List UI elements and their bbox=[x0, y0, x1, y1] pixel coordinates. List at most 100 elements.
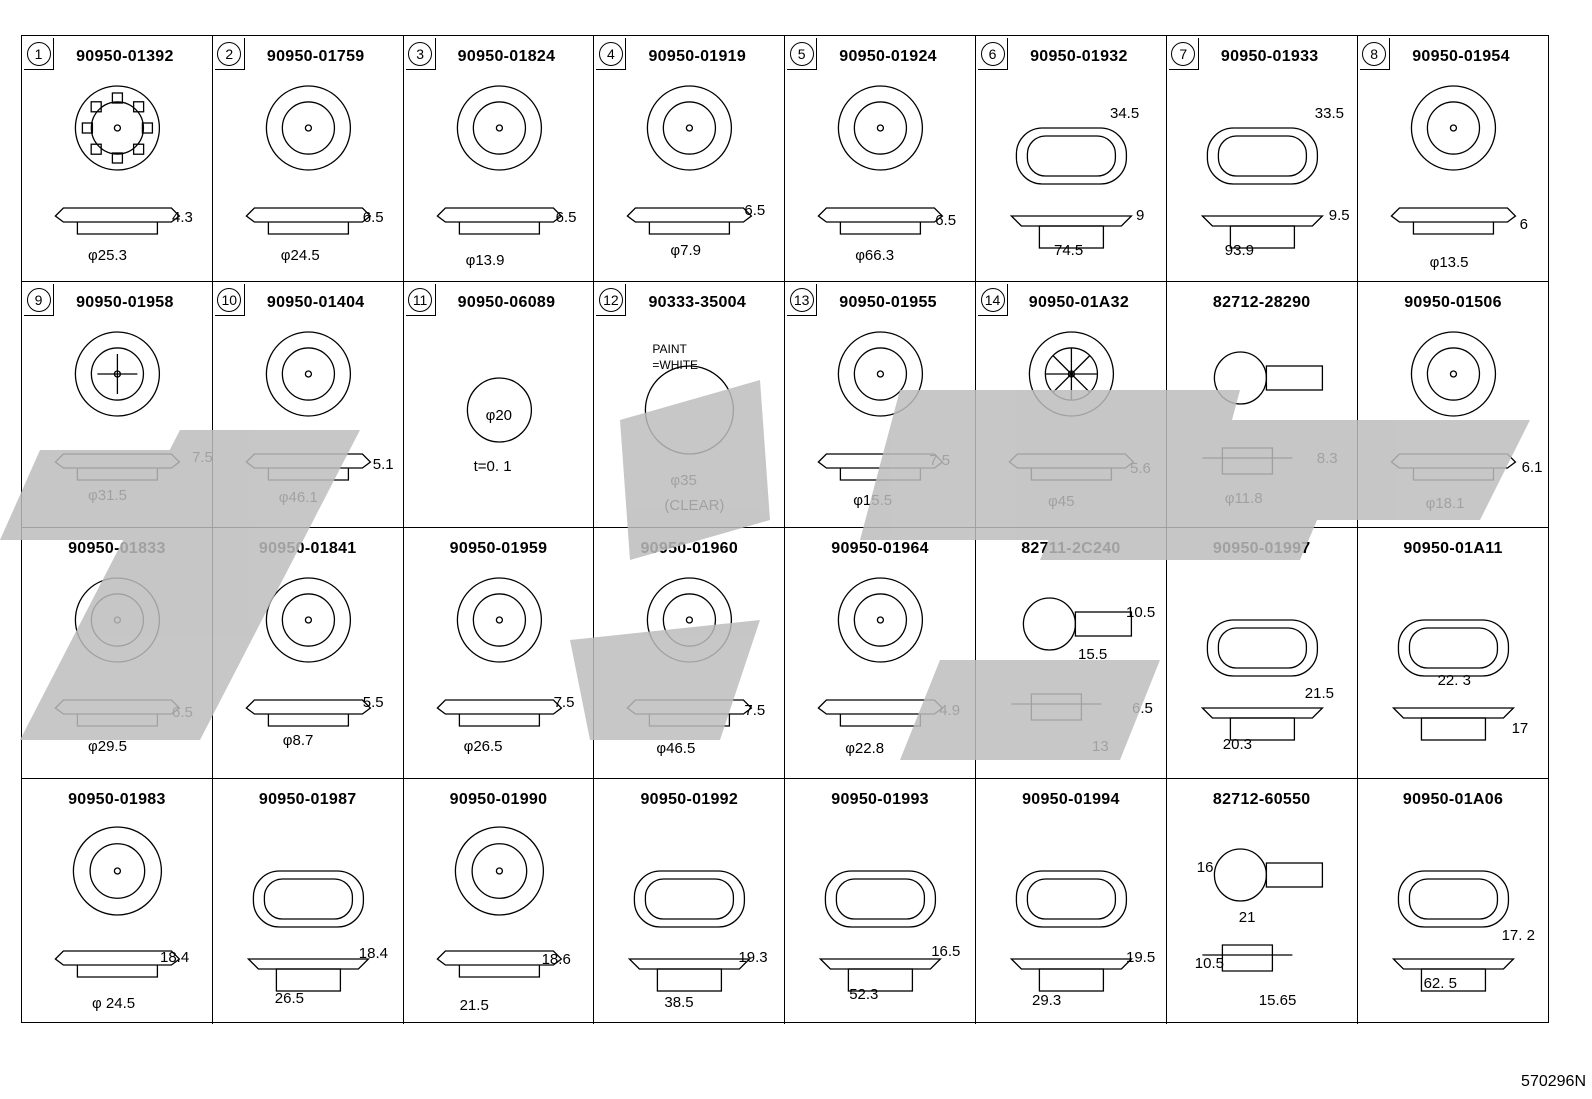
part-number: 90950-01919 bbox=[648, 48, 747, 65]
part-drawing bbox=[1390, 85, 1517, 235]
item-number-badge: 6 bbox=[978, 38, 1008, 70]
item-number-badge: 14 bbox=[978, 284, 1008, 316]
dimension-label: 5.5 bbox=[362, 694, 384, 711]
part-cell: 90950-01997 21.5 20.3 bbox=[1166, 528, 1358, 779]
item-number-badge: 13 bbox=[787, 284, 818, 316]
dimension-label: φ20 bbox=[485, 407, 513, 424]
item-number-badge: 10 bbox=[214, 284, 245, 316]
grommet-round-icon bbox=[245, 577, 372, 727]
dimension-label: 15.5 bbox=[1078, 646, 1108, 663]
grommet-cross-icon bbox=[54, 331, 181, 481]
part-drawing bbox=[54, 826, 181, 978]
dimension-label: 18.4 bbox=[160, 949, 190, 966]
grommet-round-icon bbox=[1390, 85, 1517, 235]
item-number: 10 bbox=[217, 287, 242, 312]
dimension-label: 7.5 bbox=[929, 452, 951, 469]
part-number: 90950-01960 bbox=[640, 540, 739, 557]
part-number: 82712-28290 bbox=[1212, 294, 1311, 311]
item-number: 12 bbox=[598, 287, 623, 312]
part-drawing bbox=[819, 870, 943, 992]
part-note: =WHITE bbox=[652, 358, 699, 372]
dimension-label: 6.5 bbox=[555, 209, 577, 226]
grommet-round-icon bbox=[245, 331, 372, 481]
dimension-label: 10.5 bbox=[1194, 955, 1224, 972]
part-drawing bbox=[1009, 127, 1133, 249]
dimension-label: 17 bbox=[1511, 720, 1529, 737]
item-number: 14 bbox=[980, 287, 1005, 312]
part-drawing bbox=[1009, 870, 1133, 992]
part-drawing bbox=[1390, 331, 1517, 481]
dimension-label: 6.1 bbox=[1521, 459, 1543, 476]
dimension-label: 5.1 bbox=[372, 456, 394, 473]
dimension-label: 4.9 bbox=[939, 702, 961, 719]
grommet-oval-icon bbox=[246, 870, 370, 992]
part-drawing bbox=[436, 85, 562, 235]
dimension-label: φ15.5 bbox=[853, 492, 893, 509]
dimension-label: 22. 3 bbox=[1437, 672, 1471, 689]
part-drawing bbox=[817, 85, 944, 235]
grommet-round-icon bbox=[817, 85, 944, 235]
part-number: 90950-01404 bbox=[266, 294, 365, 311]
part-cell: 13 90950-01955 7.5 φ15.5 bbox=[785, 282, 976, 528]
seal-disc-icon bbox=[645, 365, 735, 455]
part-number: 90950-01955 bbox=[839, 294, 937, 311]
dimension-label: 6 bbox=[1519, 216, 1528, 233]
part-note: (CLEAR) bbox=[664, 497, 725, 514]
dimension-label: φ18.1 bbox=[1425, 495, 1465, 512]
grommet-spoked-icon bbox=[1008, 331, 1135, 481]
item-number-badge: 4 bbox=[596, 38, 627, 70]
grommet-oval-icon bbox=[1200, 127, 1324, 249]
part-number: 90950-01997 bbox=[1212, 540, 1311, 557]
grommet-gear-icon bbox=[54, 85, 181, 235]
dimension-label: 21.5 bbox=[1304, 685, 1334, 702]
part-number: 90950-01841 bbox=[258, 540, 357, 557]
dimension-label: 7.5 bbox=[744, 702, 766, 719]
dimension-label: 10.5 bbox=[1126, 604, 1156, 621]
grommet-round-icon bbox=[626, 85, 753, 235]
dimension-label: 4.3 bbox=[172, 209, 193, 226]
dimension-label: 17. 2 bbox=[1501, 927, 1535, 944]
dimension-label: 6.5 bbox=[172, 704, 193, 721]
dimension-label: 26.5 bbox=[274, 990, 304, 1007]
dimension-label: φ66.3 bbox=[855, 247, 895, 264]
grommet-oval-icon bbox=[1391, 619, 1515, 741]
part-number: 90950-01992 bbox=[640, 791, 739, 808]
item-number-badge: 1 bbox=[24, 38, 54, 70]
dimension-label: 21 bbox=[1238, 909, 1256, 926]
part-drawing bbox=[1200, 127, 1324, 249]
part-drawing bbox=[1391, 619, 1515, 741]
part-drawing bbox=[54, 85, 181, 235]
part-number: 90950-01987 bbox=[258, 791, 357, 808]
dimension-label: φ22.8 bbox=[845, 740, 885, 757]
grommet-round-icon bbox=[245, 85, 372, 235]
dimension-label: 38.5 bbox=[664, 994, 694, 1011]
dimension-label: 9.5 bbox=[1328, 207, 1350, 224]
part-number: 90950-01964 bbox=[831, 540, 929, 557]
dimension-label: 7.5 bbox=[553, 694, 575, 711]
part-number: 82711-2C240 bbox=[1021, 540, 1121, 557]
item-number-badge: 11 bbox=[405, 284, 436, 316]
part-number: 90950-01994 bbox=[1022, 791, 1120, 808]
dimension-label: 33.5 bbox=[1314, 105, 1344, 122]
part-number: 90950-01924 bbox=[839, 48, 937, 65]
item-number-badge: 2 bbox=[214, 38, 245, 70]
dimension-label: 20.3 bbox=[1222, 736, 1252, 753]
item-number-badge: 9 bbox=[24, 284, 54, 316]
part-cell: 90950-01964 4.9 φ22.8 bbox=[785, 528, 976, 779]
part-number: 90950-01759 bbox=[266, 48, 365, 65]
grommet-round-icon bbox=[817, 331, 944, 481]
item-number-badge: 7 bbox=[1168, 38, 1199, 70]
